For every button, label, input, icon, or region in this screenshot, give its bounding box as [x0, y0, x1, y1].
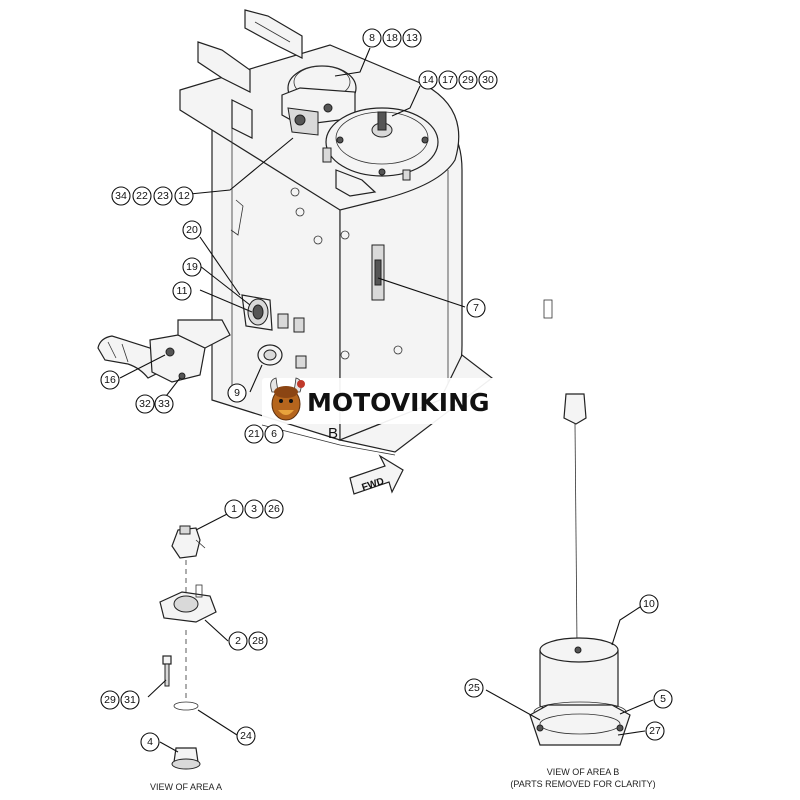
filler-cap-plate — [325, 107, 439, 177]
callout-20: 20 — [182, 220, 202, 240]
callout-33: 33 — [154, 394, 174, 414]
callout-6: 6 — [264, 424, 284, 444]
callout-1: 1 — [224, 499, 244, 519]
callout-8: 8 — [362, 28, 382, 48]
watermark-text: MOTOVIKING — [307, 388, 490, 417]
watermark-banner: MOTOVIKING — [262, 377, 535, 424]
svg-text:25: 25 — [468, 682, 480, 694]
callout-31: 31 — [120, 690, 140, 710]
svg-text:29: 29 — [462, 74, 474, 86]
view-area-b-caption: VIEW OF AREA B — [547, 767, 620, 777]
svg-text:9: 9 — [234, 387, 240, 399]
view-area-a-parts — [159, 525, 217, 770]
callout-5: 5 — [653, 689, 673, 709]
svg-text:18: 18 — [386, 32, 398, 44]
svg-text:19: 19 — [186, 261, 198, 273]
return-filter-housing — [281, 65, 357, 136]
suction-port-flange — [241, 294, 305, 333]
callout-10: 10 — [639, 594, 659, 614]
svg-text:14: 14 — [422, 74, 434, 86]
view-area-a-caption: VIEW OF AREA A — [150, 782, 222, 792]
callout-30: 30 — [478, 70, 498, 90]
callout-29-area-a: 29 — [100, 690, 120, 710]
tank-side-details — [230, 187, 553, 360]
svg-text:11: 11 — [177, 285, 188, 297]
callout-22: 22 — [132, 186, 152, 206]
callout-21: 21 — [244, 424, 264, 444]
callout-32: 32 — [135, 394, 155, 414]
svg-text:7: 7 — [473, 302, 479, 314]
callout-4: 4 — [140, 732, 160, 752]
callout-9: 9 — [227, 383, 247, 403]
area-b-marker: B — [328, 425, 338, 442]
svg-text:29: 29 — [104, 694, 116, 706]
svg-text:31: 31 — [124, 694, 136, 706]
callout-34: 34 — [111, 186, 131, 206]
callout-17: 17 — [438, 70, 458, 90]
svg-text:17: 17 — [442, 74, 454, 86]
callout-23: 23 — [153, 186, 173, 206]
callout-14: 14 — [418, 70, 438, 90]
svg-text:8: 8 — [369, 32, 375, 44]
svg-text:30: 30 — [482, 74, 494, 86]
suction-hose — [97, 319, 231, 383]
svg-text:32: 32 — [139, 398, 151, 410]
callout-19: 19 — [182, 257, 202, 277]
svg-text:23: 23 — [157, 190, 169, 202]
forward-arrow: FWD — [349, 454, 404, 495]
svg-text:26: 26 — [268, 503, 280, 515]
svg-text:2: 2 — [235, 635, 241, 647]
view-area-b-subcaption: (PARTS REMOVED FOR CLARITY) — [510, 779, 655, 789]
drain-valve — [257, 344, 307, 369]
callout-24: 24 — [236, 726, 256, 746]
svg-text:3: 3 — [251, 503, 257, 515]
svg-text:12: 12 — [178, 190, 190, 202]
callout-3: 3 — [244, 499, 264, 519]
svg-text:34: 34 — [115, 190, 127, 202]
callout-28: 28 — [248, 631, 268, 651]
callout-26: 26 — [264, 499, 284, 519]
view-area-b-parts — [529, 393, 631, 746]
mounting-bracket-top — [197, 9, 377, 197]
svg-text:20: 20 — [186, 224, 198, 236]
callout-12: 12 — [174, 186, 194, 206]
svg-text:28: 28 — [252, 635, 264, 647]
svg-text:21: 21 — [248, 428, 260, 440]
svg-text:24: 24 — [240, 730, 252, 742]
top-fittings — [322, 147, 411, 181]
svg-text:27: 27 — [649, 725, 661, 737]
viking-mascot-icon — [270, 377, 305, 421]
callout-7: 7 — [466, 298, 486, 318]
callout-27: 27 — [645, 721, 665, 741]
svg-text:13: 13 — [406, 32, 418, 44]
svg-text:10: 10 — [643, 598, 655, 610]
callout-29-top: 29 — [458, 70, 478, 90]
svg-text:6: 6 — [271, 428, 277, 440]
svg-text:1: 1 — [231, 503, 237, 515]
svg-text:33: 33 — [158, 398, 170, 410]
callout-2: 2 — [228, 631, 248, 651]
callout-11: 11 — [172, 281, 192, 301]
svg-text:4: 4 — [147, 736, 153, 748]
callout-18: 18 — [382, 28, 402, 48]
callout-16: 16 — [100, 370, 120, 390]
callout-13: 13 — [402, 28, 422, 48]
callout-25: 25 — [464, 678, 484, 698]
sight-gauge — [371, 244, 385, 301]
svg-text:22: 22 — [136, 190, 148, 202]
svg-text:5: 5 — [660, 693, 666, 705]
svg-text:16: 16 — [104, 374, 116, 386]
